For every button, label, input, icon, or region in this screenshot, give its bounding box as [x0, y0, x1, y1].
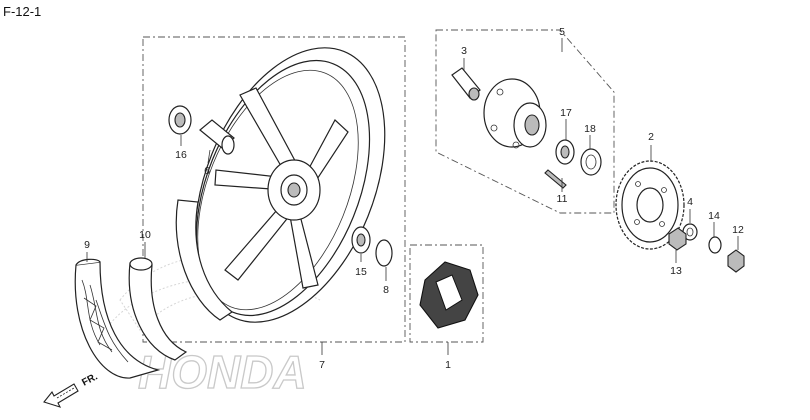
front-direction-arrow: FR.	[43, 371, 100, 408]
tire-section	[175, 199, 234, 321]
damper-box	[409, 244, 484, 343]
flange-bearing	[555, 139, 575, 165]
damper-rubber	[419, 261, 479, 329]
final-driven-flange	[483, 78, 547, 149]
leader-lines	[86, 38, 739, 355]
callout-1: 1	[445, 359, 451, 371]
callout-8: 8	[383, 284, 389, 296]
callout-16: 16	[175, 149, 187, 161]
callout-18: 18	[584, 123, 596, 135]
callout-15: 15	[355, 266, 367, 278]
flange-collar	[451, 67, 481, 101]
callout-6: 6	[204, 165, 210, 177]
callout-9: 9	[84, 239, 90, 251]
sprocket-nut	[727, 249, 745, 273]
oil-seal	[580, 148, 602, 176]
driven-sprocket	[615, 160, 685, 250]
wheel-assembly-box	[142, 36, 406, 343]
callout-2: 2	[648, 131, 654, 143]
bearing-right	[351, 226, 371, 254]
o-ring	[375, 239, 393, 267]
callout-13: 13	[670, 265, 682, 277]
callout-14: 14	[708, 210, 720, 222]
callout-11: 11	[557, 193, 568, 205]
callout-4: 4	[687, 196, 693, 208]
callout-17: 17	[560, 107, 572, 119]
lock-washer	[708, 236, 722, 254]
distance-collar	[199, 119, 235, 155]
rear-wheel	[194, 47, 386, 323]
callout-10: 10	[139, 229, 151, 241]
figure-id: F-12-1	[3, 4, 41, 19]
callout-7: 7	[319, 359, 325, 371]
tire	[74, 258, 161, 379]
hub-assembly-box	[435, 29, 615, 214]
front-label: FR.	[80, 371, 100, 388]
callouts: 1 2 3 4 5 6 7 8 9 10 11 12 13 14 15 16 1…	[84, 26, 744, 371]
callout-3: 3	[461, 45, 467, 57]
sprocket-nut-left	[668, 227, 687, 251]
bearing-left	[168, 105, 192, 135]
inner-tube	[128, 257, 188, 361]
callout-5: 5	[559, 26, 565, 38]
stud-bolt	[544, 169, 567, 189]
callout-12: 12	[732, 224, 744, 236]
